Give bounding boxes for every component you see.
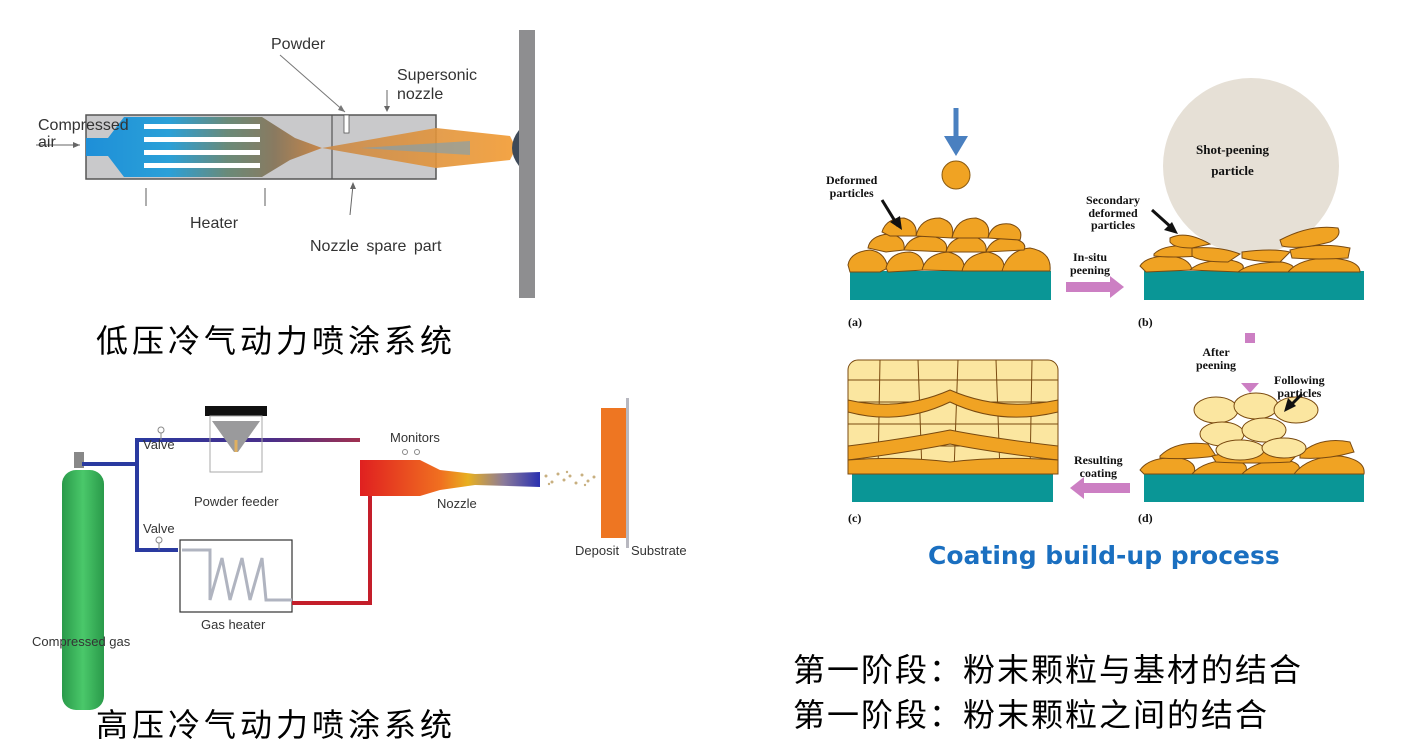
label-line: particle: [1211, 162, 1254, 178]
label-heater: Heater: [190, 215, 239, 232]
label-compressed: Compressed: [38, 117, 129, 134]
label-line: Following: [1274, 373, 1325, 387]
nozzle-body: [360, 460, 540, 496]
label-line: deformed: [1088, 205, 1138, 220]
label-powder: Powder: [271, 36, 326, 53]
label-secondary-deformed: Secondary deformed particles: [1086, 194, 1140, 232]
label-compressed-gas: Compressed gas: [32, 634, 131, 649]
stage-line-2: 第一阶段：粉末颗粒之间的结合: [793, 696, 1270, 734]
valve-bottom-icon: [155, 536, 163, 544]
label-following-particles: Following particles: [1274, 374, 1325, 399]
panel-a-graphic: [847, 108, 1051, 300]
label-valve-bottom: Valve: [143, 521, 175, 536]
panel-label-d: (d): [1138, 511, 1153, 525]
powder-feeder-box: [209, 415, 263, 473]
label-nozzle-spare-part: Nozzle spare part: [310, 238, 442, 255]
label-after-peening: After peening: [1196, 346, 1236, 371]
powder-inlet: [343, 114, 350, 134]
label-valve-top: Valve: [143, 437, 175, 452]
substrate-edge: [626, 398, 629, 548]
insitu-peening-arrow: [1066, 276, 1124, 298]
after-peening-arrow: [1241, 333, 1259, 393]
label-line: peening: [1070, 262, 1111, 277]
substrate-d: [1144, 473, 1364, 502]
label-powder-feeder: Powder feeder: [194, 494, 279, 509]
panel-c-graphic: [847, 359, 1059, 502]
label-gas-heater: Gas heater: [201, 617, 266, 632]
label-line: peening: [1196, 357, 1237, 372]
label-line: Deformed: [826, 173, 878, 187]
resulting-coating-arrow: [1070, 477, 1130, 499]
high-pressure-drawing: [62, 398, 629, 710]
particle-spray: [544, 470, 596, 487]
substrate-b: [1144, 271, 1364, 300]
label-line: Secondary: [1086, 193, 1140, 207]
panel-label-c: (c): [848, 511, 862, 525]
label-insitu-peening: In-situ peening: [1070, 251, 1110, 276]
label-line: In-situ: [1073, 250, 1108, 264]
panel-b-graphic: [1139, 78, 1364, 300]
label-nozzle: Nozzle: [437, 496, 477, 511]
label-shot-peening-particle: Shot-peening particle: [1196, 143, 1269, 177]
panel-label-b: (b): [1138, 315, 1153, 329]
stage-line-1: 第一阶段：粉末颗粒与基材的结合: [793, 651, 1304, 689]
low-pressure-caption: 低压冷气动力喷涂系统: [96, 322, 457, 360]
label-line: coating: [1079, 465, 1118, 480]
gas-flow-chamber: [86, 117, 322, 177]
label-nozzle: nozzle: [397, 86, 444, 103]
heater-tubes: [144, 124, 260, 168]
substrate-c: [852, 473, 1053, 502]
label-line: Resulting: [1074, 453, 1123, 467]
substrate-plate: [519, 30, 535, 298]
label-supersonic: Supersonic: [397, 67, 478, 84]
low-pressure-drawing: [36, 30, 535, 298]
label-air: air: [38, 134, 56, 151]
powder-feeder-hopper: [212, 421, 260, 452]
coating-title: Coating build-up process: [928, 541, 1280, 570]
label-deformed-particles: Deformed particles: [826, 174, 877, 199]
panel-d-graphic: [1139, 392, 1365, 502]
powder-feeder-lid: [205, 406, 267, 416]
gas-heater-box: [179, 539, 293, 613]
gas-cylinder: [62, 470, 104, 710]
panel-label-a: (a): [848, 315, 862, 329]
label-substrate: Substrate: [631, 543, 687, 558]
label-monitors: Monitors: [390, 430, 440, 445]
incoming-particle: [941, 160, 971, 190]
deposit-layer: [601, 408, 626, 538]
substrate-a: [850, 271, 1051, 300]
heater-coil: [182, 548, 292, 602]
shot-peening-ball: [1163, 78, 1339, 254]
label-line: particles: [1277, 385, 1322, 400]
deposit-bump: [512, 130, 519, 166]
label-line: particles: [829, 185, 874, 200]
coating-drawing: [847, 78, 1365, 502]
label-line: After: [1202, 345, 1230, 359]
label-deposit: Deposit: [575, 543, 620, 558]
high-pressure-caption: 高压冷气动力喷涂系统: [96, 706, 457, 744]
incoming-arrow-icon: [944, 136, 968, 156]
valve-top-icon: [157, 426, 165, 434]
label-line: particles: [1091, 218, 1135, 233]
label-line: Shot-peening: [1196, 142, 1269, 157]
label-resulting-coating: Resulting coating: [1074, 454, 1123, 479]
